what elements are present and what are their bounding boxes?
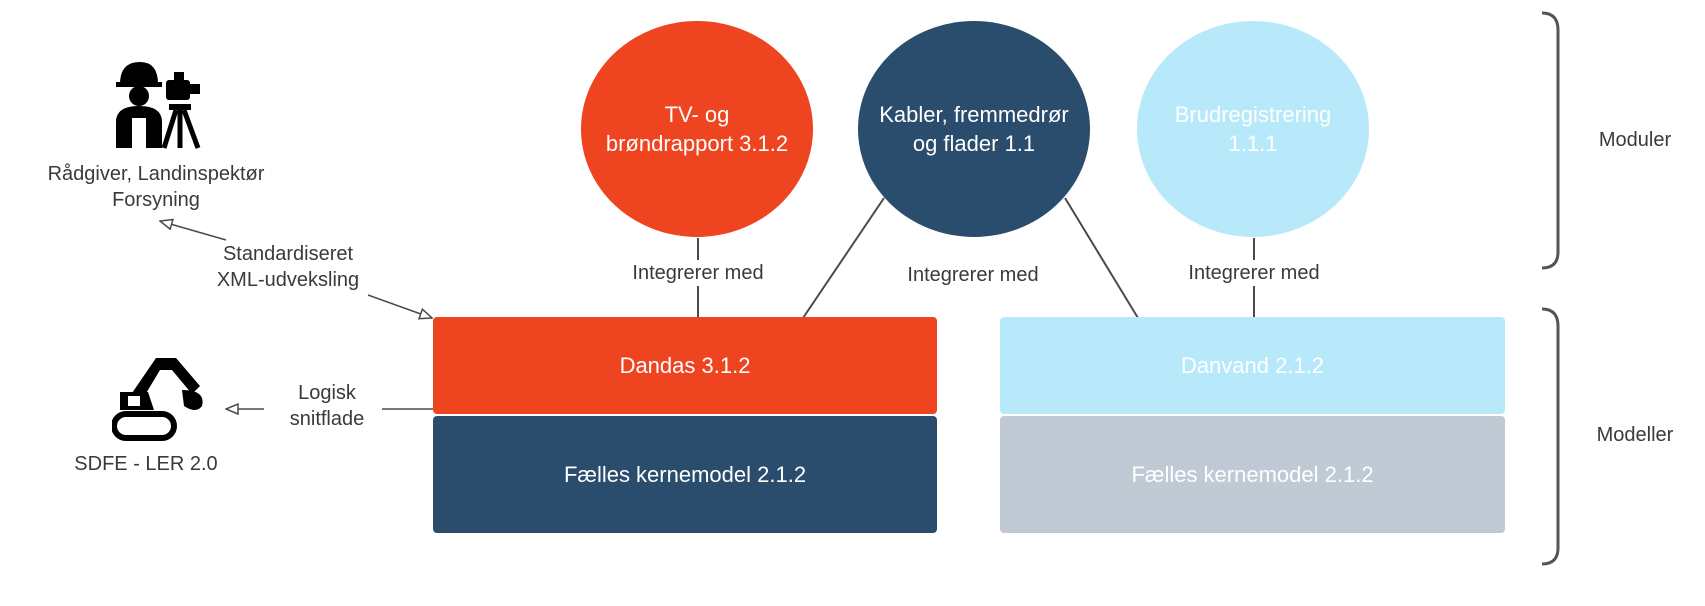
- moduler-bracket: [1541, 11, 1560, 270]
- logisk-snitflade-label: Logisk snitflade: [272, 380, 382, 432]
- xml-arrow-up: [160, 221, 227, 241]
- integrer-label-mid: Integrerer med: [895, 262, 1051, 288]
- modeller-label: Modeller: [1580, 422, 1690, 448]
- module-tv-brondrapport: TV- og brøndrapport 3.1.2: [581, 21, 813, 237]
- integrer-label-right: Integrerer med: [1176, 260, 1332, 286]
- module-kabler-label: Kabler, fremmedrør og flader 1.1: [879, 102, 1069, 156]
- model-faelles-right-label: Fælles kernemodel 2.1.2: [1131, 461, 1374, 487]
- module-brud-label: Brudregistrering 1.1.1: [1174, 102, 1332, 156]
- model-faelles-right: Fælles kernemodel 2.1.2: [1000, 416, 1505, 533]
- model-dandas-label: Dandas 3.1.2: [619, 352, 751, 378]
- kabler-dandas-line: [802, 197, 885, 319]
- surveyor-label: Rådgiver, Landinspektør Forsyning: [20, 161, 292, 213]
- module-tv-label: TV- og brøndrapport 3.1.2: [605, 102, 789, 156]
- excavator-label: SDFE - LER 2.0: [50, 451, 242, 477]
- xml-arrow-down: [367, 294, 432, 318]
- integrer-label-left: Integrerer med: [620, 260, 776, 286]
- model-danvand: Danvand 2.1.2: [1000, 317, 1505, 414]
- model-faelles-left-label: Fælles kernemodel 2.1.2: [563, 461, 807, 487]
- model-dandas: Dandas 3.1.2: [433, 317, 937, 414]
- excavator-icon: [112, 358, 203, 441]
- xml-exchange-label: Standardiseret XML-udveksling: [200, 241, 376, 293]
- model-faelles-left: Fælles kernemodel 2.1.2: [433, 416, 937, 533]
- model-danvand-label: Danvand 2.1.2: [1180, 352, 1325, 378]
- surveyor-icon: [116, 62, 201, 149]
- kabler-danvand-line: [1064, 197, 1139, 319]
- modeller-bracket: [1541, 307, 1560, 566]
- module-brudregistrering: Brudregistrering 1.1.1: [1137, 21, 1369, 237]
- moduler-label: Moduler: [1580, 127, 1690, 153]
- module-kabler: Kabler, fremmedrør og flader 1.1: [858, 21, 1090, 237]
